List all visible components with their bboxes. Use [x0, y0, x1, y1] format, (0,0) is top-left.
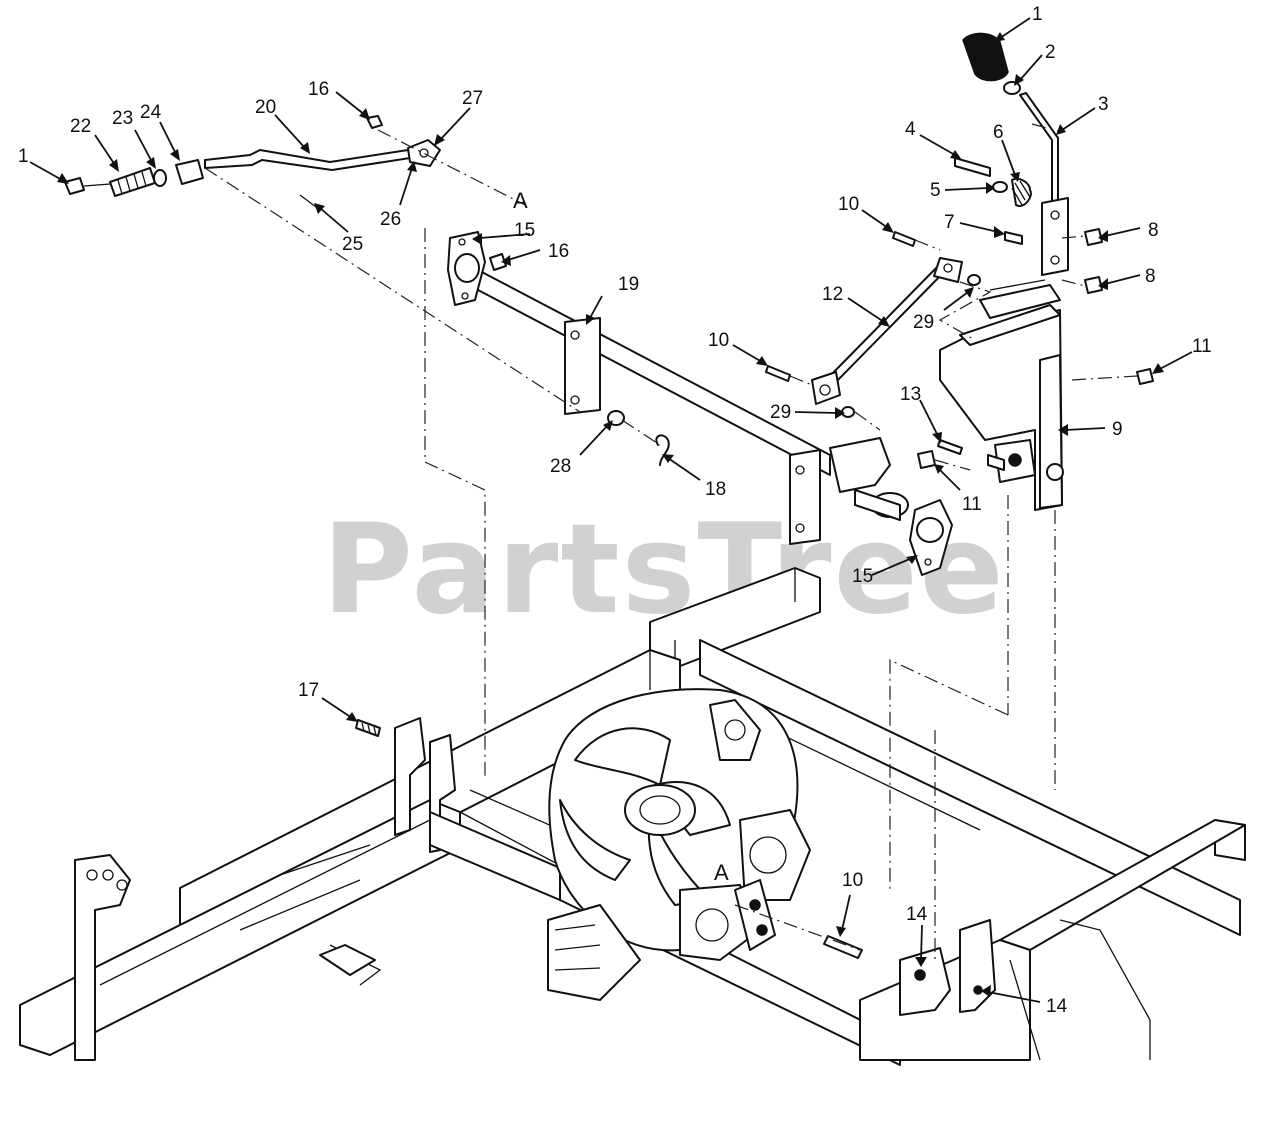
reference-mark-a-upper: A: [513, 188, 528, 213]
assembly-guide-lines: [204, 123, 1138, 960]
callout-10-upper: 10: [838, 194, 859, 215]
chassis-frame: [19, 567, 1246, 1066]
callout-26: 26: [380, 209, 401, 230]
callout-16-bearing: 16: [548, 241, 569, 262]
callout-27: 27: [462, 88, 483, 109]
callout-2: 2: [1045, 42, 1056, 63]
callout-1-knob: 1: [1032, 4, 1043, 25]
cross-shaft-19: [477, 269, 909, 545]
callout-25: 25: [342, 234, 363, 255]
callout-13: 13: [900, 384, 921, 405]
callout-12: 12: [822, 284, 843, 305]
callout-24: 24: [140, 102, 162, 123]
callout-9: 9: [1112, 419, 1123, 440]
callout-labels: 1 1 2 3 4 5 6 7 8 8 9 10 10 10 11 11 12 …: [18, 4, 1212, 1017]
reference-mark-a-lower: A: [714, 860, 729, 885]
callout-14-right: 14: [1046, 996, 1068, 1017]
bearing-15-upper: [447, 231, 486, 306]
lever-bracket-9: [939, 279, 1064, 511]
shift-lever: [954, 32, 1069, 276]
callout-8-upper: 8: [1148, 220, 1159, 241]
callout-1-nut: 1: [18, 146, 29, 167]
callout-19: 19: [618, 274, 639, 295]
callout-arrows: [29, 17, 1193, 1003]
callout-10-mid: 10: [708, 330, 729, 351]
callout-23: 23: [112, 108, 133, 129]
callout-15-lower: 15: [852, 566, 873, 587]
callout-4: 4: [905, 119, 916, 140]
callout-15-upper: 15: [514, 220, 535, 241]
callout-11-center: 11: [962, 494, 982, 515]
callout-22: 22: [70, 116, 91, 137]
control-rod-20: [64, 139, 441, 211]
bearing-15-lower: [909, 499, 953, 576]
transaxle-assembly: [319, 688, 863, 1001]
callout-14-left: 14: [906, 904, 928, 925]
callout-17: 17: [298, 680, 319, 701]
callout-29-lower: 29: [770, 402, 791, 423]
callout-16-upper: 16: [308, 79, 329, 100]
callout-10-lower: 10: [842, 870, 863, 891]
callout-11-right: 11: [1192, 336, 1212, 357]
callout-18: 18: [705, 479, 726, 500]
callout-5: 5: [930, 180, 941, 201]
callout-20: 20: [255, 97, 276, 118]
callout-7: 7: [944, 212, 955, 233]
callout-8-lower: 8: [1145, 266, 1156, 287]
callout-29-upper: 29: [913, 312, 934, 333]
callout-28: 28: [550, 456, 571, 477]
callout-6: 6: [993, 122, 1004, 143]
linkage-rod-12: [811, 257, 963, 405]
callout-3: 3: [1098, 94, 1109, 115]
